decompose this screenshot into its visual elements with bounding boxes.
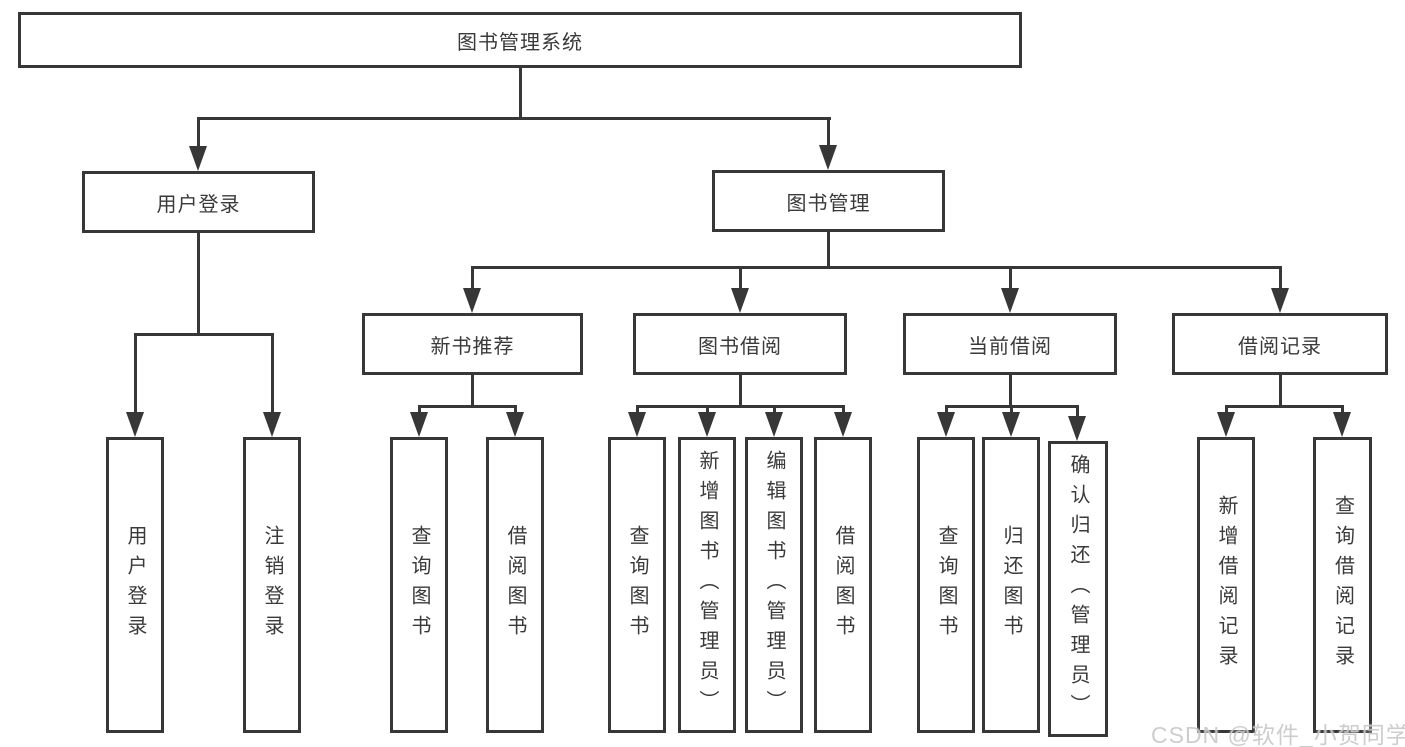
leaf-label: 查询图书 <box>935 525 957 645</box>
leaf-label: 借阅图书 <box>832 525 854 645</box>
arrowhead-down-icon <box>126 412 144 437</box>
connector-line <box>706 405 709 415</box>
connector-line <box>1010 405 1013 415</box>
connector-line <box>418 405 517 408</box>
leaf-label: 新增图书（管理员） <box>696 450 718 720</box>
node-label: 用户登录 <box>156 193 241 216</box>
arrowhead-down-icon <box>628 412 646 437</box>
arrowhead-down-icon <box>937 412 955 437</box>
arrowhead-down-icon <box>463 288 481 313</box>
leaf-return-books: 归还图书 <box>982 437 1040 733</box>
connector-line <box>471 375 474 408</box>
node-label: 图书借阅 <box>698 335 782 358</box>
leaf-add-books-admin: 新增图书（管理员） <box>678 437 736 733</box>
arrowhead-down-icon <box>410 412 428 437</box>
connector-line <box>636 405 845 408</box>
arrowhead-down-icon <box>819 145 837 170</box>
connector-line <box>134 333 274 336</box>
arrowhead-down-icon <box>834 412 852 437</box>
leaf-query-books-current: 查询图书 <box>917 437 975 733</box>
leaf-user-login: 用户登录 <box>106 437 164 733</box>
csdn-watermark: CSDN @软件_小贺同学 <box>1151 722 1405 747</box>
leaf-label: 新增借阅记录 <box>1215 495 1237 675</box>
connector-line <box>271 333 274 413</box>
node-borrowing-records: 借阅记录 <box>1172 313 1388 375</box>
connector-line <box>514 405 517 415</box>
leaf-confirm-return-admin: 确认归还（管理员） <box>1048 441 1108 737</box>
connector-line <box>1009 266 1012 289</box>
connector-line <box>842 405 845 415</box>
connector-line <box>134 333 137 413</box>
connector-line <box>1279 266 1282 289</box>
leaf-add-borrow-record: 新增借阅记录 <box>1197 437 1255 733</box>
leaf-label: 借阅图书 <box>504 525 526 645</box>
arrowhead-down-icon <box>506 412 524 437</box>
connector-line <box>471 266 474 289</box>
connector-line <box>471 266 1281 269</box>
leaf-query-borrow-record: 查询借阅记录 <box>1313 437 1372 733</box>
arrowhead-down-icon <box>189 146 207 171</box>
leaf-label: 用户登录 <box>124 525 146 645</box>
node-label: 图书管理系统 <box>457 31 583 54</box>
arrowhead-down-icon <box>1217 412 1235 437</box>
arrowhead-down-icon <box>731 288 749 313</box>
leaf-label: 查询图书 <box>408 525 430 645</box>
leaf-label: 确认归还（管理员） <box>1067 454 1089 724</box>
connector-line <box>827 117 830 149</box>
connector-line <box>1009 375 1012 408</box>
node-user-login: 用户登录 <box>82 171 315 233</box>
connector-line <box>197 117 831 120</box>
connector-line <box>827 232 830 269</box>
node-book-management: 图书管理 <box>712 170 945 232</box>
leaf-borrow-books-recommend: 借阅图书 <box>486 437 544 733</box>
connector-line <box>1076 405 1079 419</box>
leaf-borrow-books: 借阅图书 <box>814 437 872 733</box>
leaf-edit-books-admin: 编辑图书（管理员） <box>745 437 803 733</box>
node-label: 图书管理 <box>786 192 871 215</box>
node-new-book-recommendation: 新书推荐 <box>362 313 583 375</box>
connector-line <box>636 405 639 415</box>
connector-line <box>1341 405 1344 415</box>
connector-line <box>1225 405 1228 415</box>
arrowhead-down-icon <box>263 412 281 437</box>
connector-line <box>739 375 742 408</box>
arrowhead-down-icon <box>1333 412 1351 437</box>
node-library-management-system: 图书管理系统 <box>18 12 1022 68</box>
leaf-label: 注销登录 <box>261 525 283 645</box>
leaf-label: 查询图书 <box>626 525 648 645</box>
arrowhead-down-icon <box>765 412 783 437</box>
node-label: 当前借阅 <box>968 335 1052 358</box>
connector-line <box>197 233 200 336</box>
connector-line <box>773 405 776 415</box>
leaf-query-books-recommend: 查询图书 <box>390 437 448 733</box>
connector-line <box>945 405 948 415</box>
arrowhead-down-icon <box>1068 416 1086 441</box>
connector-line <box>1225 405 1344 408</box>
arrowhead-down-icon <box>698 412 716 437</box>
leaf-query-books-borrowing: 查询图书 <box>608 437 666 733</box>
leaf-label: 归还图书 <box>1000 525 1022 645</box>
connector-line <box>1279 375 1282 408</box>
node-label: 借阅记录 <box>1238 335 1322 358</box>
arrowhead-down-icon <box>1271 288 1289 313</box>
leaf-label: 查询借阅记录 <box>1331 495 1354 675</box>
connector-line <box>519 68 522 119</box>
leaf-logout: 注销登录 <box>243 437 301 733</box>
arrowhead-down-icon <box>1001 288 1019 313</box>
connector-line <box>739 266 742 289</box>
node-label: 新书推荐 <box>430 335 515 358</box>
leaf-label: 编辑图书（管理员） <box>763 450 785 720</box>
connector-line <box>197 117 200 149</box>
arrowhead-down-icon <box>1002 412 1020 437</box>
node-current-borrowing: 当前借阅 <box>903 313 1117 375</box>
connector-line <box>418 405 421 415</box>
node-book-borrowing: 图书借阅 <box>633 313 847 375</box>
